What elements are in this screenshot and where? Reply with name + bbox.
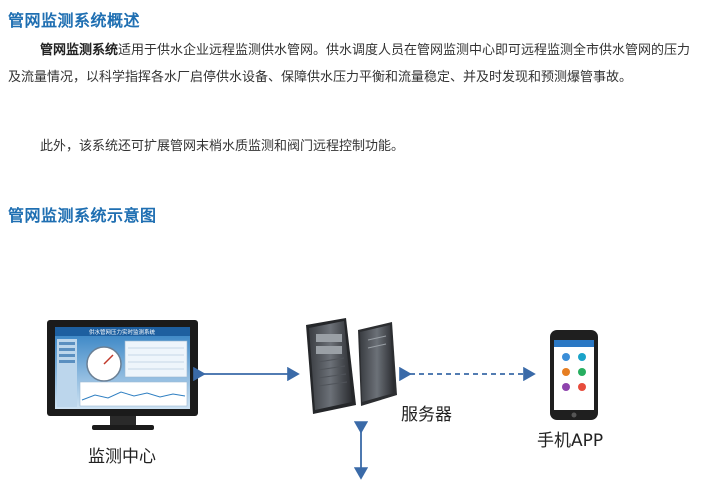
diagram-heading: 管网监测系统示意图	[8, 206, 157, 225]
extension-paragraph: 此外，该系统还可扩展管网末梢水质监测和阀门远程控制功能。	[40, 139, 405, 154]
server-label: 服务器	[401, 405, 452, 425]
mobile-app-label: 手机APP	[537, 431, 604, 451]
phone-icon	[550, 330, 598, 420]
monitor-screen-title: 供水管网压力实时监测系统	[89, 328, 156, 336]
monitor-icon: 供水管网压力实时监测系统	[47, 320, 198, 430]
overview-heading: 管网监测系统概述	[8, 11, 141, 30]
overview-paragraph: 管网监测系统适用于供水企业远程监测供水管网。供水调度人员在管网监测中心即可远程监…	[8, 37, 702, 91]
monitor-center-label: 监测中心	[88, 447, 156, 467]
overview-paragraph-text: 适用于供水企业远程监测供水管网。供水调度人员在管网监测中心即可远程监测全市供水管…	[8, 43, 691, 85]
overview-bold-term: 管网监测系统	[40, 43, 119, 58]
server-icon	[306, 318, 397, 414]
